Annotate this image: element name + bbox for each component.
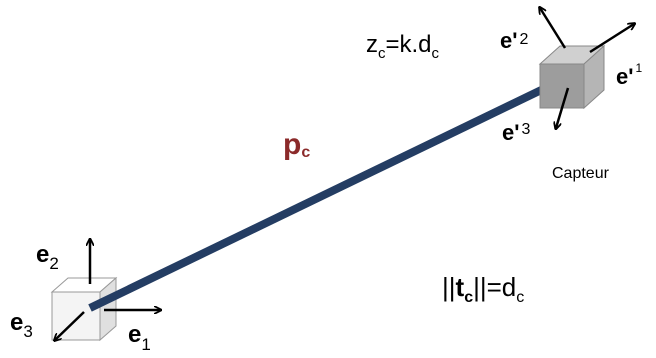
origin-axes: [55, 240, 160, 340]
sensor-axes: [540, 8, 634, 128]
e3-label: e3: [10, 309, 33, 341]
pc-vector-arrow: [88, 80, 562, 312]
depth-equation: zc=k.dc: [366, 31, 440, 62]
sensor-caption: Capteur: [552, 165, 610, 182]
e2p-label: e'2: [500, 28, 528, 53]
origin-box: [50, 276, 118, 342]
e3-axis-arrow: [55, 311, 85, 340]
e2-label: e2: [36, 241, 59, 273]
e1p-label: e'1: [616, 61, 642, 89]
norm-equation: ||tc||=dc: [442, 272, 524, 306]
e3p-label: e'3: [502, 120, 530, 145]
e3p-axis-arrow: [556, 87, 570, 128]
e1p-axis-arrow: [589, 24, 634, 54]
pc-label: pc: [283, 128, 310, 161]
sensor-box: [538, 44, 606, 110]
e1-label: e1: [128, 321, 151, 354]
e2p-axis-arrow: [540, 8, 567, 49]
